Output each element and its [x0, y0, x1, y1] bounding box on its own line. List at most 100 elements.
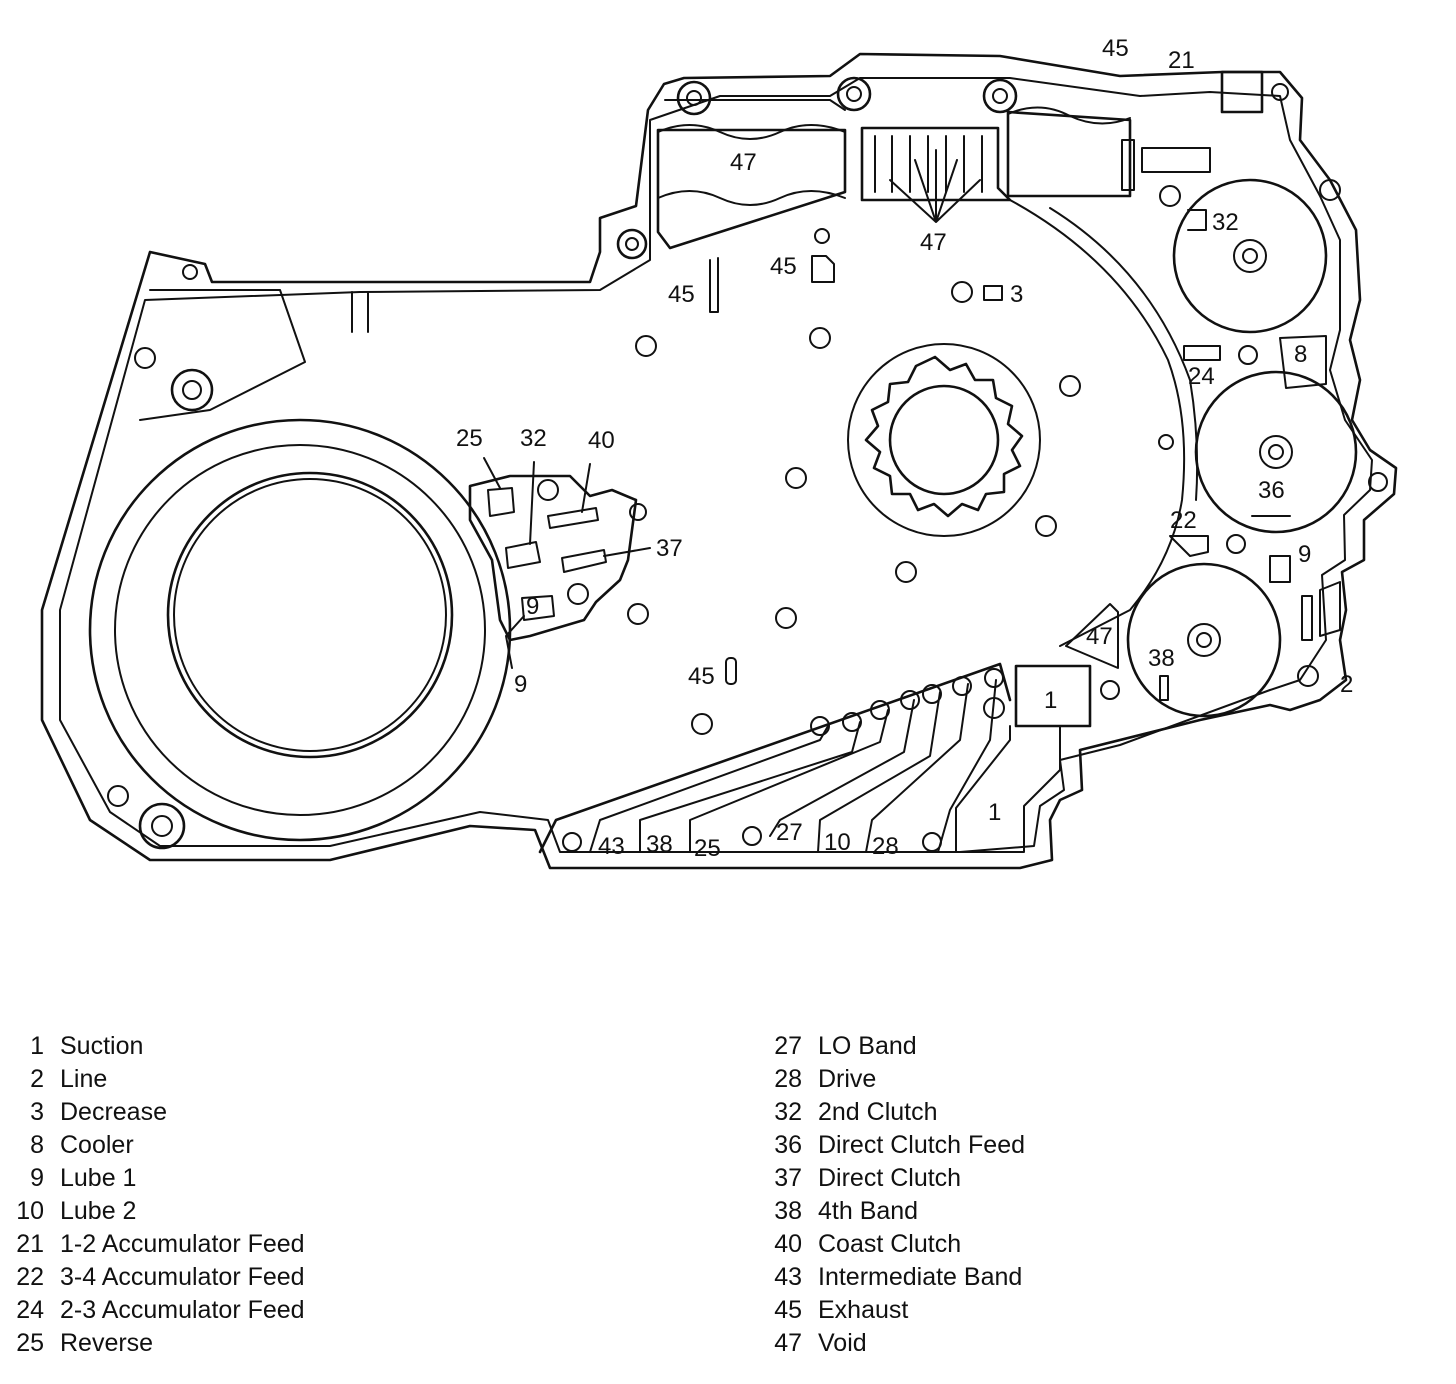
passage-hole-1 [810, 716, 830, 736]
legend-number: 28 [774, 1065, 802, 1093]
callout-36: 36 [1258, 477, 1285, 504]
passage-label-10: 10 [824, 829, 851, 856]
bolt-lower-left-hole [151, 815, 173, 837]
void-box-right [1006, 110, 1132, 198]
callout-2: 2 [1340, 671, 1353, 698]
hole-ul-2 [134, 347, 156, 369]
large-bore-ring [114, 444, 486, 816]
bore-38-hub [1187, 623, 1221, 657]
legend-label: Drive [818, 1065, 877, 1093]
accum-feed-21 [1141, 147, 1211, 173]
port-25 [487, 487, 515, 517]
bolt-left-upper-hole [625, 237, 639, 251]
hole-suction [1100, 680, 1120, 700]
legend-label: 3-4 Accumulator Feed [60, 1263, 305, 1291]
port-8 [1279, 335, 1327, 389]
passage-lines [589, 679, 997, 853]
callout-1-lower: 1 [988, 799, 1001, 826]
legend-number: 43 [774, 1263, 802, 1291]
port-2 [1301, 581, 1341, 641]
bolt-top-1-hole [686, 90, 702, 106]
hole-5 [785, 467, 807, 489]
callout-9-right: 9 [1298, 541, 1311, 568]
bore-32-hub [1233, 239, 1267, 273]
callout-3: 3 [1010, 281, 1023, 308]
square-boss [1220, 70, 1264, 114]
port-22 [1169, 535, 1209, 557]
vent-slot [351, 291, 369, 333]
legend-label: Line [60, 1065, 108, 1093]
passage-label-43: 43 [598, 833, 625, 860]
hub-outer [847, 343, 1041, 537]
callout-32-left: 32 [520, 425, 547, 452]
legend-label: Void [818, 1329, 867, 1357]
passages-outline [538, 662, 1012, 854]
legend-label: Direct Clutch Feed [818, 1131, 1026, 1159]
bore-32 [1172, 178, 1328, 334]
port-9-right [1269, 555, 1291, 583]
legend-number: 25 [16, 1329, 44, 1357]
bore-36-hub [1259, 435, 1293, 469]
bolt-left-upper [616, 228, 648, 260]
legend-number: 2 [30, 1065, 44, 1093]
legend-number: 10 [16, 1197, 44, 1225]
leader-25 [483, 457, 501, 489]
callout-47-top: 47 [730, 149, 757, 176]
bore-36-hub-inner [1268, 444, 1284, 460]
void-box-right-wave [1007, 106, 1131, 125]
port-38 [1159, 675, 1169, 701]
legend-label: 4th Band [818, 1197, 919, 1225]
island-hole-1 [537, 479, 559, 501]
callout-9-outer: 9 [514, 671, 527, 698]
legend-number: 27 [774, 1032, 802, 1060]
legend-number: 32 [774, 1098, 802, 1126]
bolt-upper-left-hole [182, 380, 202, 400]
callout-22: 22 [1170, 507, 1197, 534]
legend-label: LO Band [818, 1032, 917, 1060]
port-32-left [505, 541, 541, 569]
passage-label-28: 28 [872, 833, 899, 860]
bolt-top-2-hole [846, 86, 862, 102]
legend-number: 24 [16, 1296, 44, 1324]
island-hole-2 [567, 583, 589, 605]
legend-item: 28 Drive [760, 1063, 1025, 1096]
hole-2 [809, 327, 831, 349]
legend-label: Suction [60, 1032, 144, 1060]
exhaust-port-45 [725, 657, 737, 685]
bolt-bottom-3 [922, 832, 942, 852]
splined-hub [864, 355, 1024, 518]
hole-ll [107, 785, 129, 807]
callout-40: 40 [588, 427, 615, 454]
bolt-top-3 [982, 78, 1018, 114]
legend-number: 36 [774, 1131, 802, 1159]
callout-38-right: 38 [1148, 645, 1175, 672]
suction-passage [955, 725, 1061, 853]
legend-item: 2 Line [0, 1063, 305, 1096]
passage-label-38: 38 [646, 831, 673, 858]
callout-1-box: 1 [1044, 687, 1057, 714]
channel-right-outer [1049, 207, 1199, 501]
leader-37 [603, 547, 651, 557]
void-wave-bottom [657, 190, 846, 206]
bore-32-hub-inner [1242, 248, 1258, 264]
passage-hole-5 [922, 684, 942, 704]
passage-label-27: 27 [776, 819, 803, 846]
hole-22 [1226, 534, 1246, 554]
legend-number: 9 [30, 1164, 44, 1192]
legend-label: Coast Clutch [818, 1230, 962, 1258]
bolt-top-2 [836, 76, 872, 112]
hole-tr [1271, 83, 1289, 101]
passage-hole-4 [900, 690, 920, 710]
void-wave-top [657, 124, 846, 140]
port-40 [547, 507, 599, 529]
large-bore-outer [88, 418, 512, 842]
callout-45-left: 45 [668, 281, 695, 308]
